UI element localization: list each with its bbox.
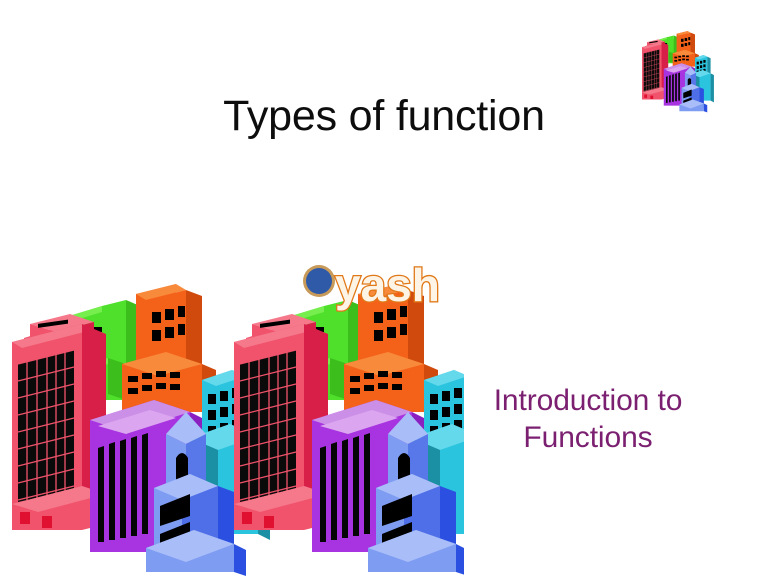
slide-subtitle-line-2: Functions [523, 421, 653, 455]
slide-title: Types of function [223, 92, 545, 140]
cityscape-svg-large [11, 283, 464, 576]
cityscape-bottom-left-image [0, 272, 464, 576]
slide-subtitle-line-1: Introduction to [493, 384, 683, 417]
slide-subtitle: Introduction to Functions [452, 382, 724, 456]
